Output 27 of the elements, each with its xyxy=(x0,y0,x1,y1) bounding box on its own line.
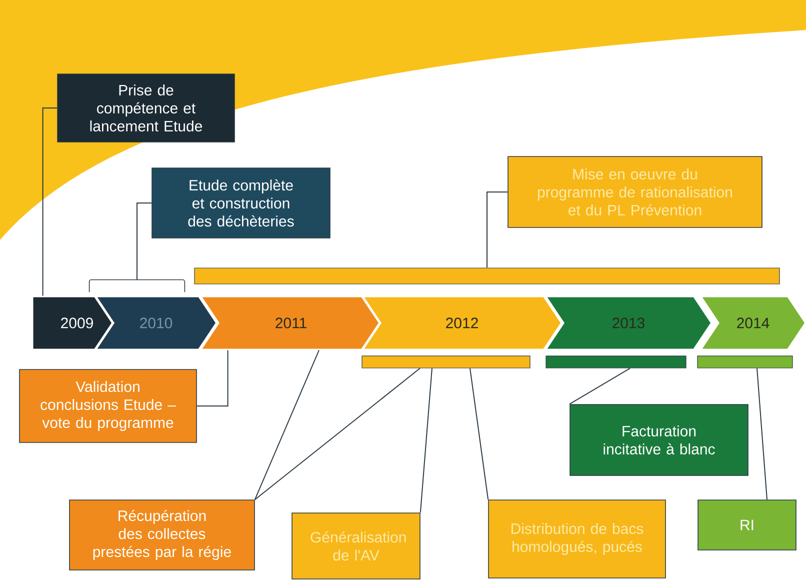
year-segment: 2014 xyxy=(698,294,806,352)
leader-line xyxy=(756,368,768,500)
milestone-box: Etude complète et construction des déchèteries xyxy=(152,168,330,238)
leader-line xyxy=(254,350,320,500)
leader-line xyxy=(254,368,420,500)
milestone-box: Prise de compétence et lancement Etude xyxy=(57,74,235,142)
leader-line xyxy=(196,350,228,406)
leader-line xyxy=(420,368,432,514)
milestone-box: Facturation incitative à blanc xyxy=(570,404,748,476)
milestone-box: Généralisation de l'AV xyxy=(292,512,420,580)
year-segment: 2013 xyxy=(542,294,714,352)
year-segment: 2012 xyxy=(360,294,564,352)
period-bar xyxy=(194,268,780,284)
period-bar xyxy=(697,356,793,368)
period-bar xyxy=(362,356,530,368)
period-bar xyxy=(546,356,686,368)
leader-line xyxy=(569,368,630,405)
milestone-box: Récupération des collectes prestées par la régie xyxy=(69,500,255,570)
milestone-box: Mise en oeuvre du programme de rationalisation et du PL Prévention xyxy=(508,156,762,228)
leader-line xyxy=(42,107,58,296)
leader-line xyxy=(136,202,152,280)
milestone-box: Distribution de bacs homologués, pucés xyxy=(488,500,666,578)
bracket xyxy=(88,279,186,293)
leader-line xyxy=(470,368,489,500)
milestone-box: RI xyxy=(698,500,796,550)
milestone-box: Validation conclusions Etude – vote du programme xyxy=(19,369,197,443)
leader-line xyxy=(486,191,508,268)
